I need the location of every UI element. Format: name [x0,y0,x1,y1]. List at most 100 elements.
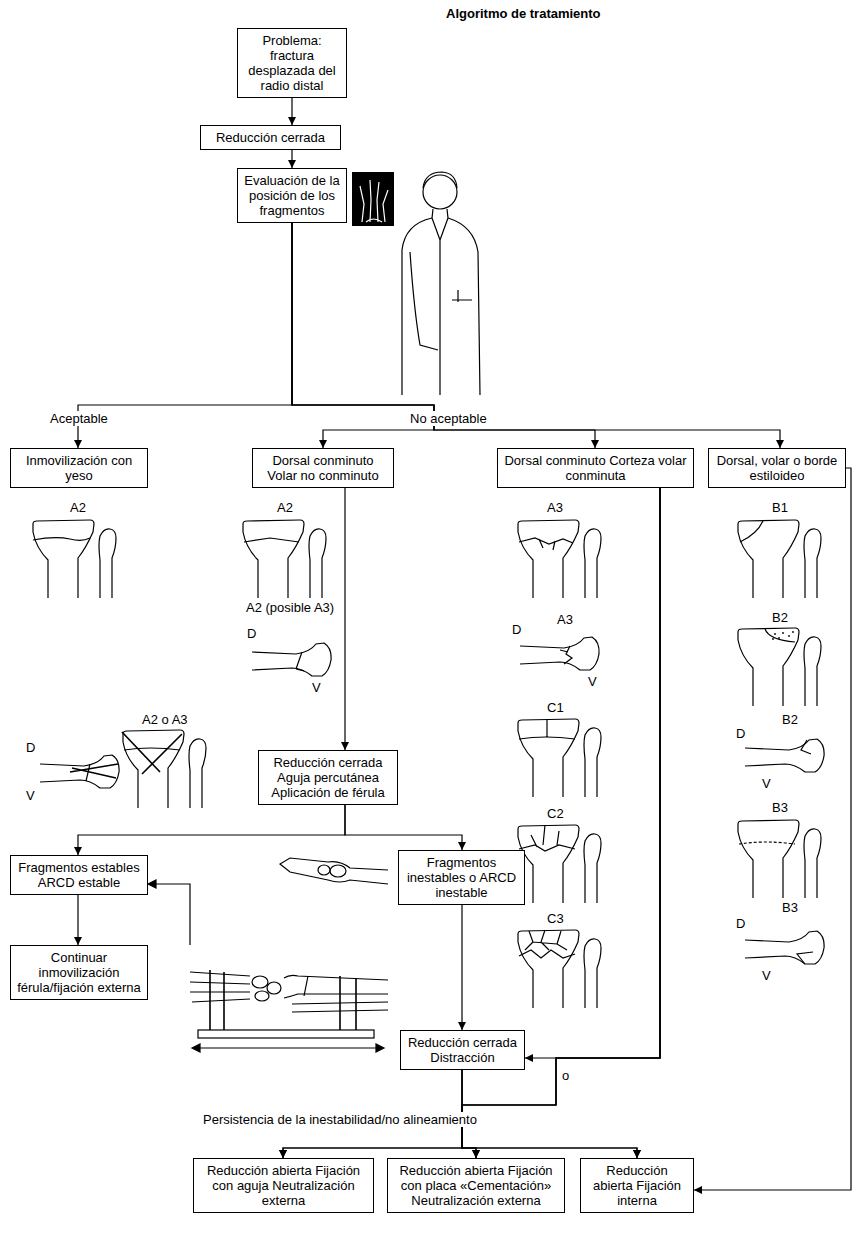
arrow-head [319,440,327,448]
figure-label: B3 [782,900,798,915]
bone-figure [122,730,206,808]
figure-label: C1 [547,700,564,715]
connector [462,1070,641,1158]
box-text: Reducción abierta Fijación con aguja Neu… [199,1163,368,1208]
box-text: Fragmentos inestables o ARCD inestable [404,855,519,900]
connector-line [344,488,345,750]
figure-label: Persistencia de la inestabilidad/no alin… [201,1112,479,1127]
figure-label: No aceptable [408,411,489,426]
bone-figure [33,520,116,598]
connector [292,223,599,448]
connector [458,905,466,1030]
arrow-head [341,742,349,750]
feedback-arrow [148,880,190,945]
fixator-figure [190,970,388,1052]
process-box: Dorsal conminuto Volar no conminuto [252,448,394,488]
bone-figure [520,637,599,670]
connector [74,805,345,855]
arrow-head [288,117,296,125]
box-text: Reducción cerrada Distracción [406,1035,519,1065]
figure-label: V [312,680,321,695]
arrow-head [74,937,82,945]
box-text: Dorsal, volar o borde estiloideo [714,453,840,483]
figure-label: B2 [782,712,798,727]
figure-label: A2 o A3 [142,712,188,727]
bone-figure [518,520,601,598]
box-text: Continuar inmovilización férula/fijación… [16,950,142,995]
box-text: Problema: fractura desplazada del radio … [243,33,341,93]
figure-label: A2 (posible A3) [246,600,334,615]
bone-figure [745,739,824,772]
process-box: Dorsal, volar o borde estiloideo [708,448,846,488]
diagram-title: Algoritmo de tratamiento [446,6,601,21]
connector-line [78,223,292,448]
figure-label: V [588,674,597,689]
connector-line [292,223,595,448]
figure-label: A3 [547,500,563,515]
arrow-head [525,1054,533,1062]
figure-label: V [762,776,771,791]
box-text: Reducción abierta Fijación interna [586,1163,688,1208]
figure-label: D [736,916,745,931]
connector [525,488,660,1062]
arrow-head [458,842,466,850]
process-box: Problema: fractura desplazada del radio … [237,28,347,98]
figure-label: C2 [547,806,564,821]
figure-label: Aceptable [48,411,110,426]
figure-label: D [512,622,521,637]
arrow-head [279,1150,287,1158]
process-box: Reducción cerrada Aguja percutánea Aplic… [258,750,398,805]
wrist-figure [280,858,388,884]
process-box: Reducción cerrada [200,125,341,150]
arrow-head [472,1150,480,1158]
connector [341,488,349,750]
figure-label: A2 [70,500,86,515]
xray-image [352,172,394,226]
bone-figure [518,825,601,903]
connector-line [345,805,462,850]
arrow-head [633,1150,641,1158]
connector [288,98,296,125]
figure-label: B3 [772,800,788,815]
figure-label: B1 [772,500,788,515]
connector [288,150,296,168]
figure-label: C3 [547,911,564,926]
connector [292,223,784,448]
connector-line [694,468,851,1190]
bone-figure [518,930,601,1008]
arrow-head [694,1186,702,1194]
box-text: Dorsal conminuto Volar no conminuto [258,453,388,483]
arrow-head [591,440,599,448]
bone-figure [738,628,821,706]
connector-line [461,905,462,1030]
figure-label: A3 [557,612,573,627]
arrow-head [288,160,296,168]
box-text: Inmovilización con yeso [16,453,142,483]
connector-line [525,488,660,1058]
arrow-head [279,1150,287,1158]
box-text: Reducción cerrada [206,130,335,145]
figure-label: o [562,1068,569,1083]
process-box: Reducción cerrada Distracción [400,1030,525,1070]
bone-figure [252,643,331,676]
bone-figure [738,820,821,898]
process-box: Reducción abierta Fijación con aguja Neu… [193,1158,374,1213]
arrow-head [633,1150,641,1158]
connector-line [78,805,345,855]
arrow-head [472,1150,480,1158]
figure-label: B2 [772,610,788,625]
process-box: Reducción abierta Fijación interna [580,1158,694,1213]
box-text: Dorsal conminuto Corteza volar conminuta [503,453,688,483]
figure-label: V [26,788,35,803]
figure-label: D [247,626,256,641]
physician-figure [402,172,480,395]
arrow-head [776,440,784,448]
connector [279,488,660,1158]
connector-line [462,1070,637,1158]
box-text: Reducción cerrada Aguja percutánea Aplic… [264,755,392,800]
box-text: Evaluación de la posición de los fragmen… [243,173,341,218]
bone-figure [40,755,119,788]
arrow-head [458,1022,466,1030]
connector [694,468,851,1194]
